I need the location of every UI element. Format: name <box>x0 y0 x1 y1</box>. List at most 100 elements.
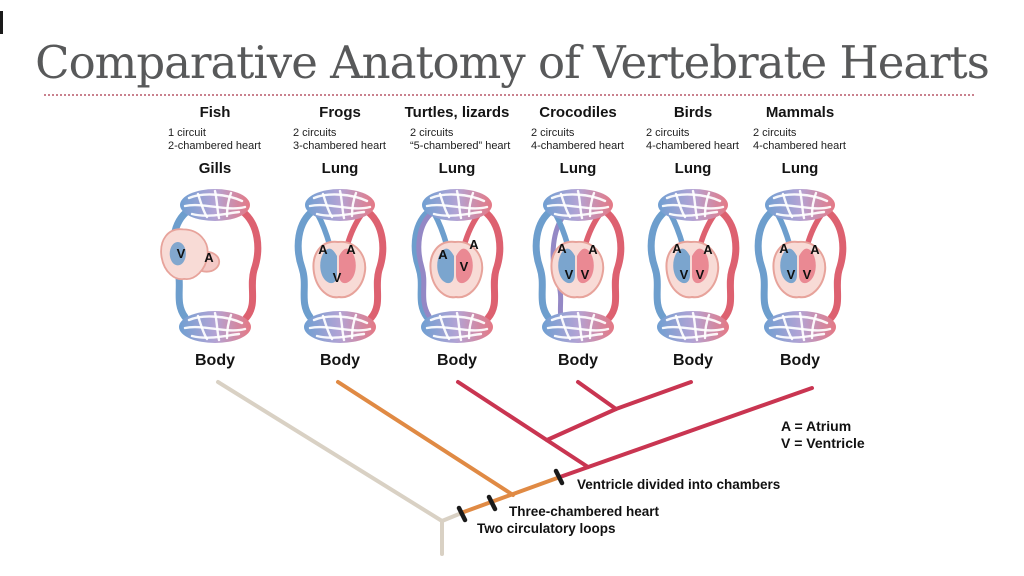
capillary-mesh <box>661 325 725 332</box>
capillary-mesh <box>321 192 334 219</box>
legend-atrium: A = Atrium <box>781 418 852 434</box>
capillary-mesh <box>183 203 247 210</box>
animal-heart-type: 2-chambered heart <box>168 140 261 152</box>
capillary-mesh <box>768 203 832 210</box>
heart-chamber-label: V <box>333 270 342 285</box>
organ-bottom-label: Body <box>558 352 598 369</box>
capillary-mesh <box>576 189 584 220</box>
heart-chamber-label: V <box>565 267 574 282</box>
mixed-blood-vessel <box>416 209 436 319</box>
heart <box>550 240 605 299</box>
chamber-legend: A = Atrium V = Ventricle <box>781 418 865 452</box>
capillary-mesh <box>810 313 818 340</box>
animal-heart-type: 4-chambered heart <box>753 140 846 152</box>
heart-chamber-label: A <box>346 242 356 257</box>
capillary-mesh <box>810 191 818 218</box>
capillary-mesh <box>576 311 584 342</box>
body-capillary-bed <box>657 311 729 343</box>
capillary-mesh <box>668 332 719 339</box>
capillary-mesh <box>338 311 346 342</box>
capillary-mesh <box>308 325 372 332</box>
capillary-mesh <box>438 314 451 341</box>
capillary-mesh <box>315 210 366 217</box>
capillary-mesh <box>225 313 233 340</box>
legend-ventricle: V = Ventricle <box>781 435 865 451</box>
heart-chamber-label: A <box>779 241 789 256</box>
page-title: Comparative Anatomy of Vertebrate Hearts <box>35 36 990 89</box>
animal-name: Crocodiles <box>539 104 617 121</box>
systemic-artery-vessel <box>823 207 847 322</box>
heart-chamber-label: A <box>438 247 448 262</box>
capillary-mesh <box>308 203 372 210</box>
heart <box>429 240 484 299</box>
capillary-mesh <box>703 313 711 340</box>
animal-name: Frogs <box>319 104 361 121</box>
capillary-mesh <box>321 314 334 341</box>
body-capillary-bed <box>421 311 493 343</box>
animal-heart-type: “5-chambered” heart <box>410 140 511 152</box>
animal-caption: 1 circuit 2-chambered heart <box>168 127 261 153</box>
animal-heart-type: 4-chambered heart <box>646 140 739 152</box>
systemic-artery-vessel <box>480 207 504 322</box>
capillary-mesh <box>674 314 687 341</box>
capillary-mesh <box>559 314 572 341</box>
capillary-mesh <box>546 203 610 210</box>
organ-top-label: Lung <box>559 160 597 177</box>
animal-column: Frogs 2 circuits 3-chambered heart Lung … <box>270 104 410 370</box>
animal-column: Crocodiles 2 circuits 4-chambered heart … <box>508 104 648 370</box>
capillary-mesh <box>225 191 233 218</box>
animal-column: Mammals 2 circuits 4-chambered heart Lun… <box>730 104 870 370</box>
systemic-artery-vessel <box>716 207 740 322</box>
body-capillary-bed <box>179 311 251 343</box>
capillary-mesh <box>350 191 358 218</box>
gas-exchange-capillary-bed <box>543 189 613 221</box>
capillary-mesh <box>691 311 699 342</box>
animal-caption: 2 circuits 3-chambered heart <box>293 127 386 153</box>
title-underline <box>44 94 974 96</box>
animal-caption: 2 circuits 4-chambered heart <box>753 127 846 153</box>
animal-column: Birds 2 circuits 4-chambered heart Lung … <box>623 104 763 370</box>
capillary-mesh <box>438 192 451 219</box>
heart-chamber-label: A <box>672 241 682 256</box>
capillary-mesh <box>781 314 794 341</box>
capillary-mesh <box>661 203 725 210</box>
capillary-mesh <box>432 332 483 339</box>
gas-exchange-capillary-bed <box>422 189 492 221</box>
capillary-mesh <box>315 332 366 339</box>
capillary-mesh <box>190 210 241 217</box>
animal-caption: 2 circuits 4-chambered heart <box>646 127 739 153</box>
animal-heart-type: 4-chambered heart <box>531 140 624 152</box>
capillary-mesh <box>775 332 826 339</box>
slide-edge-mark <box>0 11 3 34</box>
capillary-mesh <box>768 325 832 332</box>
animal-column: Fish 1 circuit 2-chambered heart Gills V… <box>145 104 285 370</box>
body-capillary-bed <box>764 311 836 343</box>
capillary-mesh <box>781 192 794 219</box>
heart-chamber-label: V <box>177 246 186 261</box>
heart-chamber-label: V <box>581 267 590 282</box>
systemic-artery-vessel <box>601 207 625 322</box>
systemic-vein-vessel <box>294 206 318 321</box>
systemic-vein-vessel <box>754 206 778 321</box>
capillary-mesh <box>668 210 719 217</box>
animal-circuits: 2 circuits <box>646 127 690 139</box>
capillary-mesh <box>588 313 596 340</box>
animal-column: Turtles, lizards 2 circuits “5-chambered… <box>387 104 527 370</box>
capillary-mesh <box>703 191 711 218</box>
branch-amniotes <box>456 380 814 479</box>
body-capillary-bed <box>304 311 376 343</box>
gas-exchange-capillary-bed <box>305 189 375 221</box>
animal-name: Fish <box>199 104 231 121</box>
branch-fish-root <box>216 380 466 556</box>
capillary-mesh <box>546 325 610 332</box>
animal-name: Mammals <box>765 104 835 121</box>
heart-chamber-label: A <box>588 242 598 257</box>
